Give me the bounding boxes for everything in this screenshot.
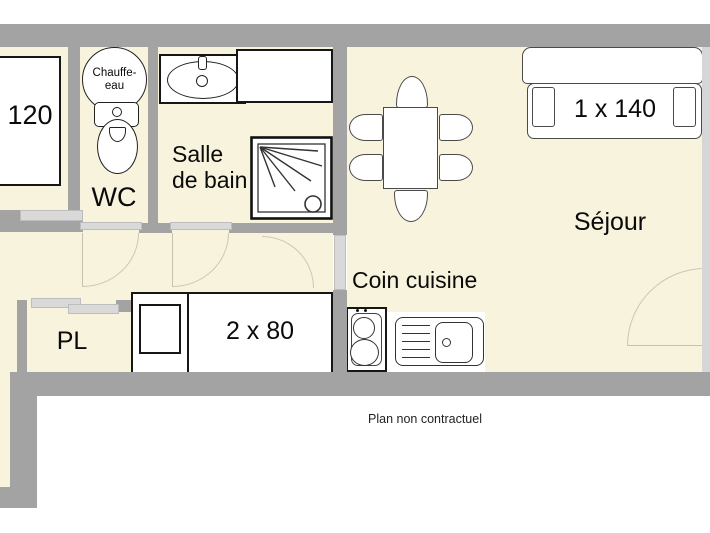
- sofa-bed-label: 1 x 140: [573, 95, 656, 123]
- water-heater-icon: Chauffe- eau: [82, 47, 147, 112]
- bathroom-door-threshold: [170, 222, 232, 230]
- wall-left-lower: [10, 375, 37, 508]
- sliding-door-panel-icon: [68, 304, 119, 314]
- wc-door-threshold: [80, 222, 142, 230]
- wall-bottom: [10, 372, 710, 396]
- dining-table-icon: [383, 107, 438, 189]
- hall-door-threshold: [334, 235, 346, 290]
- bed-120-icon: [0, 56, 61, 186]
- wall-right-thin: [702, 47, 710, 372]
- bedroom-threshold: [20, 210, 83, 221]
- chair-icon: [439, 114, 473, 141]
- stove-knob-icon: [364, 309, 367, 312]
- wall-bedroom-wc: [68, 47, 80, 211]
- bathroom-label: Salle de bain: [172, 141, 248, 193]
- water-heater-label: Chauffe- eau: [92, 66, 137, 92]
- chair-icon: [349, 154, 383, 181]
- stove-knob-icon: [356, 309, 359, 312]
- window-box-icon: [236, 49, 333, 103]
- drain-icon: [196, 75, 208, 87]
- wall-hall-segment: [139, 223, 172, 233]
- sofa-pillow-icon: [532, 87, 555, 127]
- bed-pillow-icon: [139, 304, 181, 354]
- wall-top: [0, 24, 710, 47]
- burner-icon: [350, 339, 379, 366]
- twin-beds-label: 2 x 80: [225, 317, 295, 345]
- toilet-knob-icon: [112, 107, 122, 117]
- footer-note: Plan non contractuel: [368, 412, 482, 426]
- closet-label: PL: [56, 327, 88, 355]
- faucet-icon: [198, 56, 207, 70]
- burner-icon: [353, 317, 375, 339]
- wall-hall-segment: [229, 223, 345, 233]
- sofa-backrest-icon: [522, 47, 703, 84]
- drainer-line: [402, 325, 430, 326]
- sofa-pillow-icon: [673, 87, 696, 127]
- bedroom-label: 120: [7, 100, 53, 130]
- drainer-line: [402, 341, 430, 342]
- bed-divider: [187, 294, 189, 372]
- wall-wc-bathroom: [148, 47, 158, 223]
- sofa-seat-icon: [527, 83, 702, 139]
- living-label: Séjour: [573, 208, 647, 236]
- toilet-seat-icon: [109, 127, 126, 142]
- kitchen-label: Coin cuisine: [352, 267, 478, 293]
- wall-closet-left: [17, 300, 27, 372]
- shower-icon: [250, 136, 333, 220]
- drainer-line: [402, 357, 430, 358]
- wall-bathroom-living-lower: [333, 290, 347, 372]
- sliding-door-panel-icon: [31, 298, 81, 308]
- wall-left-cap: [0, 487, 37, 508]
- wall-closet-stub: [116, 300, 131, 312]
- chair-icon: [349, 114, 383, 141]
- chair-icon: [439, 154, 473, 181]
- sink-drain-icon: [442, 338, 451, 347]
- wall-bathroom-living-upper: [333, 47, 347, 235]
- wc-label: WC: [91, 182, 137, 212]
- drainer-line: [402, 333, 430, 334]
- sink-basin-icon: [435, 322, 473, 363]
- floor-left-strip: [0, 47, 10, 487]
- drainer-line: [402, 349, 430, 350]
